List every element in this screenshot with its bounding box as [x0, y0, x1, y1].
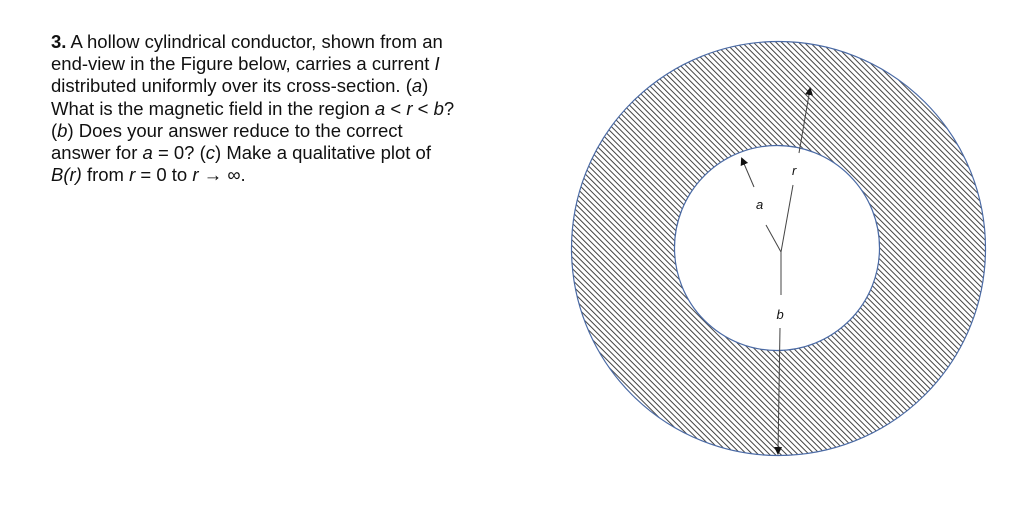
- problem-text-segment: b: [57, 119, 68, 141]
- problem-line-7: B(r) from r = 0 to r → ∞.: [51, 164, 551, 186]
- problem-text-segment: distributed uniformly over its cross-sec…: [51, 75, 412, 97]
- problem-text-segment: A hollow cylindrical conductor, shown fr…: [66, 31, 443, 52]
- problem-text-segment: ) Does your answer reduce to the correct: [67, 119, 403, 141]
- label-a: a: [756, 197, 763, 212]
- problem-text-segment: r: [129, 164, 136, 186]
- inner-boundary: [673, 144, 881, 352]
- problem-text-segment: r: [406, 97, 413, 119]
- problem-text-segment: b: [433, 97, 444, 119]
- problem-text-segment: B(r): [51, 164, 82, 186]
- radius-a-arrow: a: [740, 157, 782, 253]
- problem-line-4: What is the magnetic field in the region…: [51, 98, 551, 120]
- problem-text-segment: <: [385, 97, 407, 119]
- problem-number: 3.: [51, 31, 67, 52]
- outer-boundary: [570, 40, 987, 457]
- label-b: b: [777, 307, 784, 322]
- problem-line-6: answer for a = 0? (c) Make a qualitative…: [51, 142, 551, 164]
- problem-text-segment: What is the magnetic field in the region: [51, 97, 375, 119]
- radius-b-arrow: b: [774, 252, 784, 455]
- problem-text-segment: r: [192, 164, 199, 186]
- problem-text-segment: ) Make a qualitative plot of: [215, 142, 431, 164]
- radius-r-arrow: r: [780, 87, 813, 253]
- clipped-previous-line: [51, 0, 1011, 6]
- problem-text-segment: ): [422, 75, 429, 97]
- problem-line-3: distributed uniformly over its cross-sec…: [51, 75, 551, 97]
- problem-text-segment: a: [411, 75, 423, 97]
- problem-text-segment: a: [142, 142, 153, 164]
- problem-text-segment: <: [412, 97, 434, 119]
- problem-line-2: end-view in the Figure below, carries a …: [51, 53, 551, 75]
- conductor-figure: a r b: [560, 25, 1010, 470]
- problem-text-segment: from: [81, 164, 130, 186]
- problem-statement: 3. A hollow cylindrical conductor, shown…: [51, 31, 551, 186]
- problem-text-segment: I: [434, 53, 440, 75]
- problem-text-segment: c: [205, 142, 216, 164]
- problem-text-segment: = 0 to: [135, 164, 193, 186]
- problem-text-segment: answer for: [51, 142, 143, 164]
- problem-text-segment: → ∞.: [198, 164, 246, 186]
- problem-text-segment: ?: [443, 97, 455, 119]
- conductor-hatch: [560, 25, 1010, 470]
- problem-text-segment: (: [51, 119, 58, 141]
- problem-line-1: 3. A hollow cylindrical conductor, shown…: [51, 31, 551, 53]
- label-r: r: [792, 163, 797, 178]
- problem-text-segment: a: [374, 97, 386, 119]
- problem-text-segment: end-view in the Figure below, carries a …: [51, 53, 435, 75]
- problem-text-segment: = 0? (: [152, 142, 206, 164]
- problem-line-5: (b) Does your answer reduce to the corre…: [51, 120, 551, 142]
